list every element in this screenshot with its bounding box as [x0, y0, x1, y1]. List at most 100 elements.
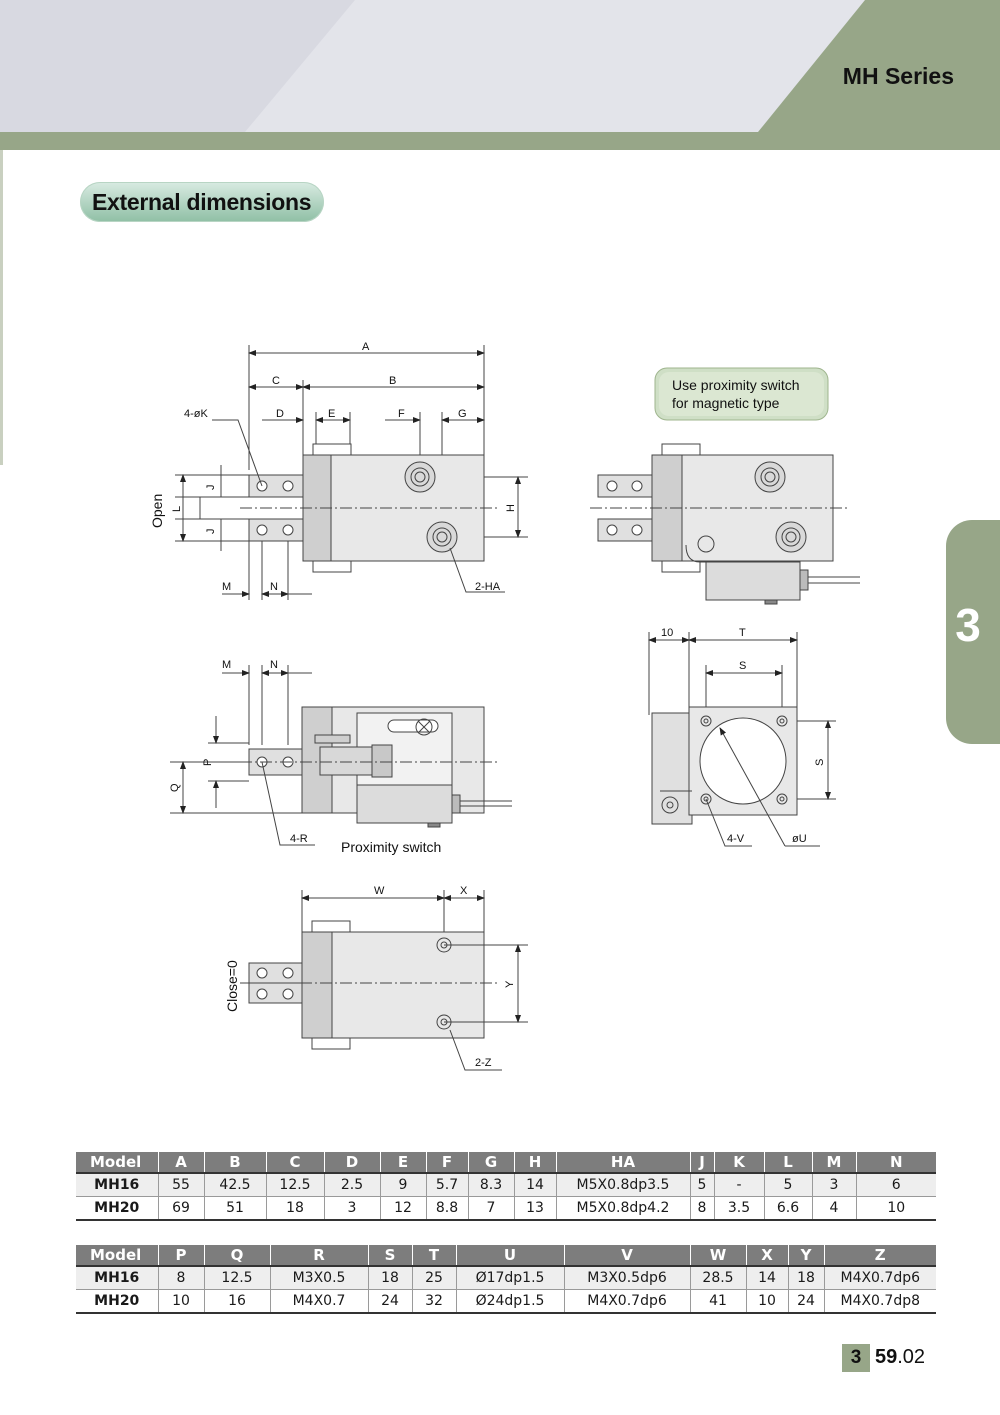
table1-header-a: A: [157, 1152, 204, 1173]
table2-cell-mh20-y: 24: [787, 1289, 824, 1314]
table2-header-r: R: [269, 1245, 368, 1266]
table1-cell-mh20-j: 8: [689, 1196, 714, 1221]
table1-cell-mh16-d: 2.5: [323, 1172, 380, 1197]
left-rule: [0, 150, 3, 465]
view-end-labels: 10 T S S 4-V øU: [661, 627, 826, 845]
table2-cell-mh16-u: Ø17dp1.5: [455, 1265, 564, 1290]
table1-cell-mh16-model: MH16: [76, 1172, 158, 1197]
table1-header-b: B: [203, 1152, 266, 1173]
table1-cell-mh16-j: 5: [689, 1172, 714, 1197]
table2-cell-mh16-r: M3X0.5: [269, 1265, 368, 1290]
close-label: Close=0: [224, 960, 240, 1012]
table2-cell-mh20-model: MH20: [76, 1289, 158, 1314]
dim-label-J2: J: [205, 529, 217, 535]
table1-cell-mh20-c: 18: [265, 1196, 324, 1221]
dim-label-W: W: [374, 885, 385, 897]
table2-cell-mh16-z: M4X0.7dp6: [823, 1265, 936, 1290]
proximity-switch-label: Proximity switch: [341, 839, 441, 855]
table1-cell-mh20-d: 3: [323, 1196, 380, 1221]
dim-label-Q: Q: [169, 783, 181, 792]
table1-cell-mh20-g: 7: [467, 1196, 514, 1221]
table2-header-v: V: [563, 1245, 690, 1266]
view-proximity-labels: M N P Q 4-R Proximity switch: [169, 659, 441, 855]
table2-cell-mh16-y: 18: [787, 1265, 824, 1290]
dim-label-B: B: [389, 375, 396, 387]
dim-label-C: C: [272, 375, 280, 387]
table2-cell-mh20-q: 16: [203, 1289, 270, 1314]
table2-cell-mh16-s: 18: [367, 1265, 412, 1290]
chapter-side-tab: [946, 520, 1000, 744]
table2-cell-mh16-x: 14: [745, 1265, 788, 1290]
dim-label-Y: Y: [504, 980, 516, 988]
callout-line2: for magnetic type: [672, 395, 780, 411]
table1-cell-mh16-k: -: [713, 1172, 764, 1197]
table2-header-s: S: [367, 1245, 412, 1266]
dim-label-U: øU: [792, 833, 807, 845]
table2-header-u: U: [455, 1245, 564, 1266]
dim-label-L: L: [171, 506, 183, 512]
table2-cell-mh20-s: 24: [367, 1289, 412, 1314]
chapter-side-tab-number: 3: [955, 599, 981, 651]
table1-cell-mh16-g: 8.3: [467, 1172, 514, 1197]
table1-cell-mh20-a: 69: [157, 1196, 204, 1221]
dim-label-N2: N: [270, 659, 278, 671]
table2-cell-mh16-model: MH16: [76, 1265, 158, 1290]
table1-cell-mh16-b: 42.5: [203, 1172, 266, 1197]
dim-label-S2: S: [814, 759, 826, 766]
dim-label-T: T: [739, 627, 746, 639]
view-open-labels: A C B D E F G 4-øK H J J L Open M N 2-HA: [149, 341, 517, 593]
table2-header-z: Z: [823, 1245, 936, 1266]
table1-header-l: L: [763, 1152, 812, 1173]
dim-label-V: 4-V: [727, 833, 745, 845]
dim-label-N: N: [270, 581, 278, 593]
dim-label-Z: 2-Z: [475, 1057, 492, 1069]
view-open: [175, 345, 528, 600]
view-close-labels: W X Y 2-Z Close=0: [224, 885, 516, 1069]
dim-label-F: F: [398, 408, 405, 420]
dim-label-G: G: [458, 408, 467, 420]
table1-cell-mh20-e: 12: [379, 1196, 426, 1221]
view-end: [648, 632, 836, 847]
table2-cell-mh20-r: M4X0.7: [269, 1289, 368, 1314]
table1-header-d: D: [323, 1152, 380, 1173]
callout-text: Use proximity switch for magnetic type: [672, 377, 800, 411]
table2-header-model: Model: [76, 1245, 158, 1266]
dim-label-10: 10: [661, 627, 673, 639]
table1-cell-mh20-m: 4: [811, 1196, 856, 1221]
dim-label-D: D: [276, 408, 284, 420]
dim-label-J1: J: [205, 485, 217, 491]
dim-label-M2: M: [222, 659, 231, 671]
table2-header-y: Y: [787, 1245, 824, 1266]
table2-header-p: P: [157, 1245, 204, 1266]
table2-header-q: Q: [203, 1245, 270, 1266]
table1-cell-mh16-c: 12.5: [265, 1172, 324, 1197]
table1-header-model: Model: [76, 1152, 158, 1173]
table2-cell-mh16-t: 25: [411, 1265, 456, 1290]
table1-header-e: E: [379, 1152, 426, 1173]
table1-cell-mh16-f: 5.7: [425, 1172, 468, 1197]
dim-label-HA: 2-HA: [475, 581, 501, 593]
table1-cell-mh20-model: MH20: [76, 1196, 158, 1221]
table1-cell-mh16-e: 9: [379, 1172, 426, 1197]
table1-cell-mh16-l: 5: [763, 1172, 812, 1197]
dim-label-S: S: [739, 660, 746, 672]
dim-label-M: M: [222, 581, 231, 593]
table1-cell-mh16-m: 3: [811, 1172, 856, 1197]
table1-cell-mh20-b: 51: [203, 1196, 266, 1221]
table2-cell-mh20-v: M4X0.7dp6: [563, 1289, 690, 1314]
table1-header-c: C: [265, 1152, 324, 1173]
table2-cell-mh20-w: 41: [689, 1289, 746, 1314]
page-number: 59.02: [875, 1346, 925, 1369]
table1-cell-mh20-l: 6.6: [763, 1196, 812, 1221]
table1-header-ha: HA: [555, 1152, 690, 1173]
page-chapter-badge: 3: [842, 1344, 870, 1372]
table1-header-k: K: [713, 1152, 764, 1173]
dim-label-E: E: [328, 408, 335, 420]
table1-header-g: G: [467, 1152, 514, 1173]
technical-drawing: A C B D E F G 4-øK H J J L Open M N 2-HA: [149, 341, 860, 1071]
